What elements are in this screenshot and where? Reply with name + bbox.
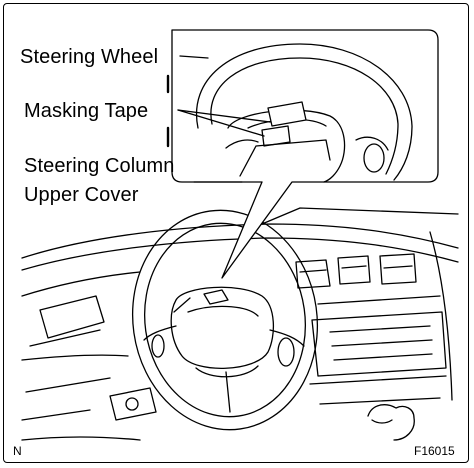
label-masking-tape: Masking Tape <box>24 100 149 122</box>
zoomed-steering-wheel <box>195 43 413 183</box>
leader-lines <box>166 55 271 183</box>
figure-border <box>3 3 469 463</box>
dashboard-drawing <box>21 207 459 441</box>
lower-steering-wheel <box>131 209 319 431</box>
corner-letter: N <box>13 444 22 458</box>
label-steering-column-line2: Upper Cover <box>24 184 139 206</box>
figure-code: F16015 <box>414 444 455 458</box>
label-steering-wheel: Steering Wheel <box>20 46 159 68</box>
label-steering-column-line1: Steering Column <box>24 155 175 177</box>
zoom-callout <box>171 29 439 279</box>
